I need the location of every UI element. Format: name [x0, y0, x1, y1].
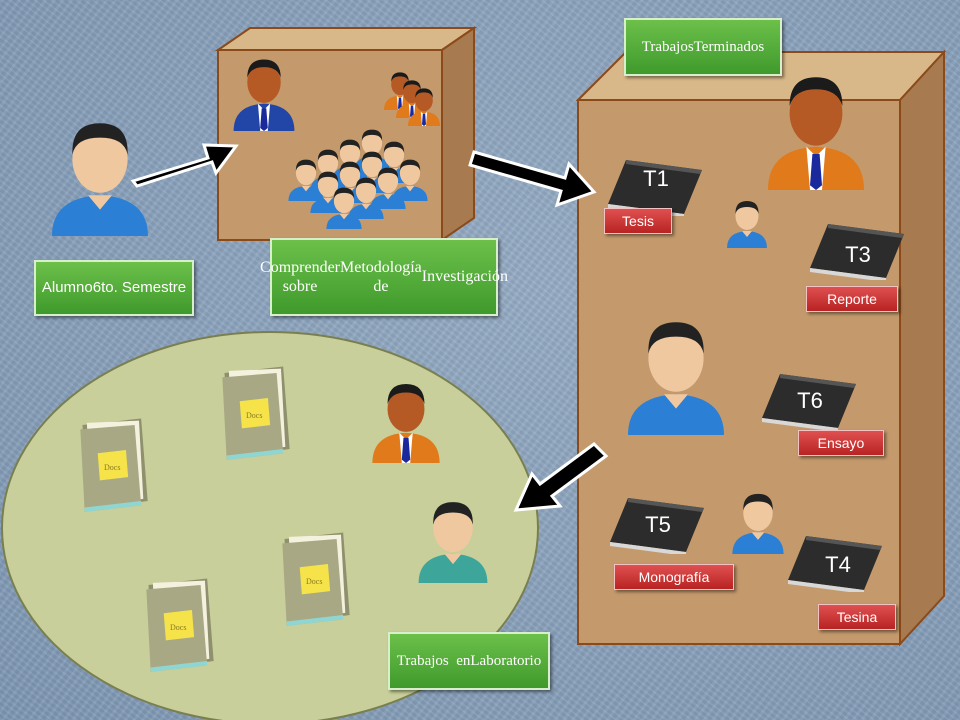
- arrow-finished-to-lab: [513, 442, 609, 512]
- finished-works-label: Trabajos Terminados: [624, 18, 782, 76]
- student-label: Alumno 6to. Semestre: [34, 260, 194, 316]
- work-label-reporte: Reporte: [806, 286, 898, 312]
- folder-stamp-1: Docs: [104, 463, 120, 472]
- work-label-tesina: Tesina: [818, 604, 896, 630]
- book-code-t3: T3: [845, 242, 871, 267]
- finished-works-box: [575, 49, 947, 647]
- book-code-t5: T5: [645, 512, 671, 537]
- book-code-t4: T4: [825, 552, 851, 577]
- laboratory-label: Trabajos en Laboratorio: [388, 632, 550, 690]
- arrow-methodology-to-finished: [468, 150, 597, 208]
- work-label-tesis: Tesis: [604, 208, 672, 234]
- work-label-monografia: Monografía: [614, 564, 734, 590]
- book-code-t6: T6: [797, 388, 823, 413]
- folder-stamp-3: Docs: [306, 577, 322, 586]
- book-code-t1: T1: [643, 166, 669, 191]
- methodology-label: Comprender sobre Metodología de Investig…: [260, 238, 508, 316]
- work-label-ensayo: Ensayo: [798, 430, 884, 456]
- folder-stamp-2: Docs: [246, 411, 262, 420]
- folder-stamp-4: Docs: [170, 623, 186, 632]
- arrow-student-to-methodology: [130, 143, 239, 188]
